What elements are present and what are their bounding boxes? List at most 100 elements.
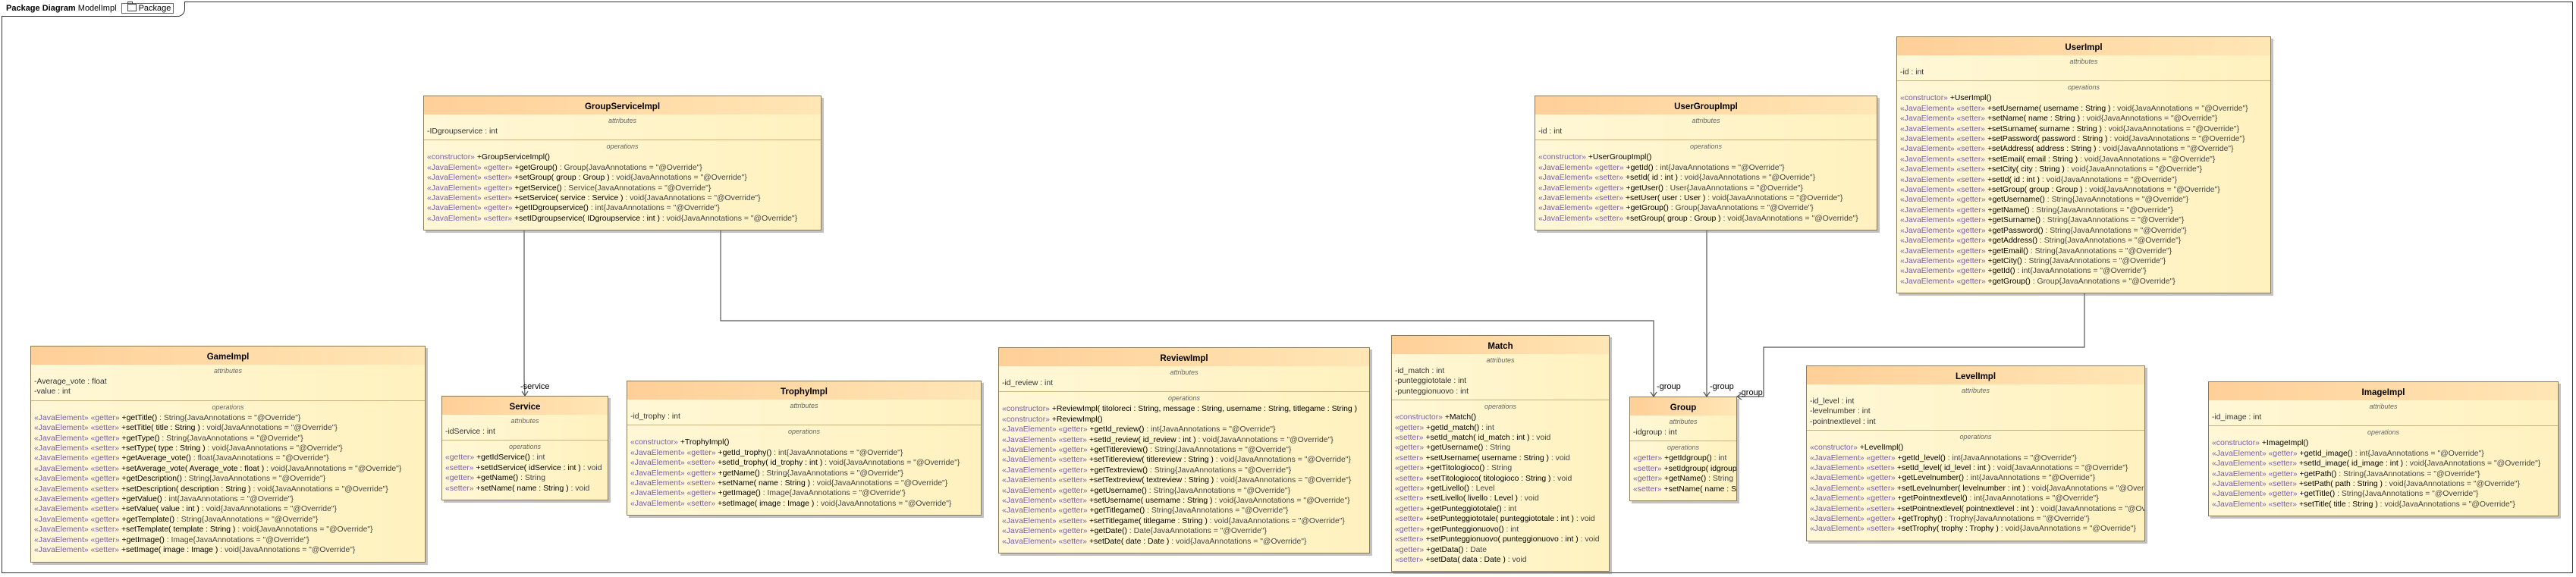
- operation-stereotype: «JavaElement» «getter»: [34, 535, 120, 544]
- operation-return: : void{JavaAnnotations = "@Override"}: [205, 444, 343, 453]
- section-divider: [442, 440, 608, 441]
- association-arrowhead: [1736, 393, 1742, 400]
- class-operation: «JavaElement» «getter» +getAverage_vote(…: [31, 453, 425, 463]
- operation-signature: +getValue(): [121, 495, 162, 504]
- class-operation: «JavaElement» «setter» +setService( serv…: [424, 193, 821, 203]
- class-name: UserGroupImpl: [1535, 96, 1877, 114]
- class-operation: «JavaElement» «getter» +getSurname() : S…: [1897, 215, 2270, 225]
- operation-return: : void{JavaAnnotations = "@Override"}: [1990, 464, 2128, 473]
- operation-stereotype: «setter»: [1395, 474, 1424, 483]
- operation-stereotype: «JavaElement» «setter»: [427, 194, 513, 203]
- operation-signature: +getDate(): [1089, 527, 1127, 536]
- operation-signature: +setLevelnumber( levelnumber : int ): [1896, 484, 2025, 493]
- operation-return: : void{JavaAnnotations = "@Override"}: [2078, 155, 2216, 164]
- operation-stereotype: «JavaElement» «setter»: [1002, 516, 1088, 525]
- operation-return: : int: [1711, 454, 1727, 463]
- operation-stereotype: «setter»: [1395, 494, 1424, 503]
- operation-return: : void{JavaAnnotations = "@Override"}: [659, 214, 798, 223]
- operations-heading: operations: [1689, 143, 1723, 151]
- operation-stereotype: «JavaElement» «getter»: [1900, 237, 1986, 246]
- operation-return: : String{JavaAnnotations = "@Override"}: [1145, 506, 1289, 516]
- class-operation: «setter» +setPunteggiototale( punteggiot…: [1392, 514, 1609, 524]
- frame-tab: Package Diagram ModelImpl Package: [2, 2, 186, 17]
- operation-signature: +getGroup(): [1987, 277, 2031, 286]
- operation-signature: +getAverage_vote(): [121, 454, 191, 463]
- class-operation: «JavaElement» «setter» +setId_level( id_…: [1807, 463, 2144, 473]
- operation-return: : void{JavaAnnotations = "@Override"}: [1720, 214, 1858, 223]
- operation-return: : void{JavaAnnotations = "@Override"}: [264, 464, 402, 473]
- operation-stereotype: «constructor»: [1538, 153, 1586, 162]
- class-operation: «setter» +setIdService( idService : int …: [442, 463, 608, 473]
- operation-signature: +getUsername(): [1089, 486, 1147, 495]
- operation-return: : String{JavaAnnotations = "@Override"}: [759, 469, 903, 478]
- class-operation: «JavaElement» «setter» +setImage( image …: [31, 545, 425, 555]
- operation-return: : int{JavaAnnotations = "@Override"}: [1945, 453, 2077, 463]
- class-operation: «getter» +getIdService() : int: [442, 453, 608, 463]
- class-operation: «constructor» +ReviewImpl(): [999, 415, 1369, 425]
- operation-return: : void: [1578, 535, 1600, 544]
- operation-return: : int{JavaAnnotations = "@Override"}: [588, 204, 720, 213]
- operation-return: : void{JavaAnnotations = "@Override"}: [1169, 537, 1307, 546]
- class-operation: «getter» +getName() : String: [1630, 474, 1736, 484]
- operation-stereotype: «JavaElement» «setter»: [427, 214, 513, 223]
- operation-stereotype: «JavaElement» «setter»: [1900, 104, 1986, 113]
- operation-signature: +setUser( user : User ): [1625, 194, 1706, 203]
- class-operation: «getter» +getTitologioco() : String: [1392, 463, 1609, 473]
- class-operation: «JavaElement» «setter» +setAverage_vote(…: [31, 464, 425, 474]
- operation-return: : float{JavaAnnotations = "@Override"}: [190, 454, 329, 463]
- class-operation: «setter» +setLivello( livello : Level ) …: [1392, 494, 1609, 503]
- attributes-heading: attributes: [510, 417, 539, 425]
- operation-signature: +getId_trophy(): [718, 448, 772, 457]
- operation-signature: +getLivello(): [1426, 484, 1469, 494]
- class-operation: «JavaElement» «setter» +setDescription( …: [31, 484, 425, 494]
- class-attribute: -id : int: [1900, 68, 1924, 77]
- operation-return: : void{JavaAnnotations = "@Override"}: [810, 479, 948, 488]
- operation-stereotype: «JavaElement» «setter»: [34, 546, 120, 555]
- section-divider: [1807, 430, 2144, 431]
- operation-stereotype: «setter»: [1395, 453, 1424, 463]
- operation-return: : void: [1549, 453, 1570, 463]
- operation-stereotype: «setter»: [1395, 434, 1424, 443]
- operation-return: : void: [1550, 474, 1572, 483]
- section-divider: [2209, 425, 2558, 427]
- class-operation: «JavaElement» «setter» +setEmail( email …: [1897, 155, 2270, 165]
- class-operation: «JavaElement» «setter» +setId( id : int …: [1535, 173, 1877, 183]
- operation-signature: +setId( id : int ): [1987, 175, 2040, 184]
- operation-stereotype: «JavaElement» «setter»: [630, 499, 716, 508]
- class-operation: «JavaElement» «getter» +getGroup() : Gro…: [1897, 277, 2270, 287]
- operation-stereotype: «setter»: [1395, 555, 1424, 564]
- class-operation: «JavaElement» «getter» +getTitle() : Str…: [31, 413, 425, 423]
- operation-stereotype: «JavaElement» «getter»: [1538, 163, 1624, 172]
- operation-return: : void{JavaAnnotations = "@Override"}: [1705, 194, 1843, 203]
- operation-signature: +setData( data : Date ): [1425, 555, 1506, 564]
- class-operation: «JavaElement» «getter» +getId_review() :…: [999, 425, 1369, 434]
- operation-stereotype: «setter»: [445, 484, 474, 493]
- operation-stereotype: «JavaElement» «setter»: [1900, 165, 1986, 174]
- operation-stereotype: «JavaElement» «setter»: [34, 444, 120, 453]
- class-operation: «JavaElement» «getter» +getType() : Stri…: [31, 434, 425, 444]
- class-operation: «getter» +getName() : String: [442, 473, 608, 483]
- operations-heading: operations: [1484, 403, 1517, 411]
- operation-return: : int{JavaAnnotations = "@Override"}: [1653, 163, 1785, 172]
- operation-signature: +setDescription( description : String ): [121, 484, 251, 494]
- operation-return: : void{JavaAnnotations = "@Override"}: [2027, 484, 2144, 493]
- class-bottom-padding: [424, 224, 821, 230]
- class-bottom-padding: [2209, 510, 2558, 516]
- class-operation: «JavaElement» «setter» +setUsername( use…: [1897, 104, 2270, 114]
- operation-stereotype: «JavaElement» «setter»: [1900, 135, 1986, 144]
- class-bottom-padding: [1535, 224, 1877, 230]
- operation-stereotype: «setter»: [1633, 484, 1662, 494]
- operation-stereotype: «JavaElement» «getter»: [1810, 515, 1896, 524]
- operation-stereotype: «JavaElement» «getter»: [1002, 425, 1088, 434]
